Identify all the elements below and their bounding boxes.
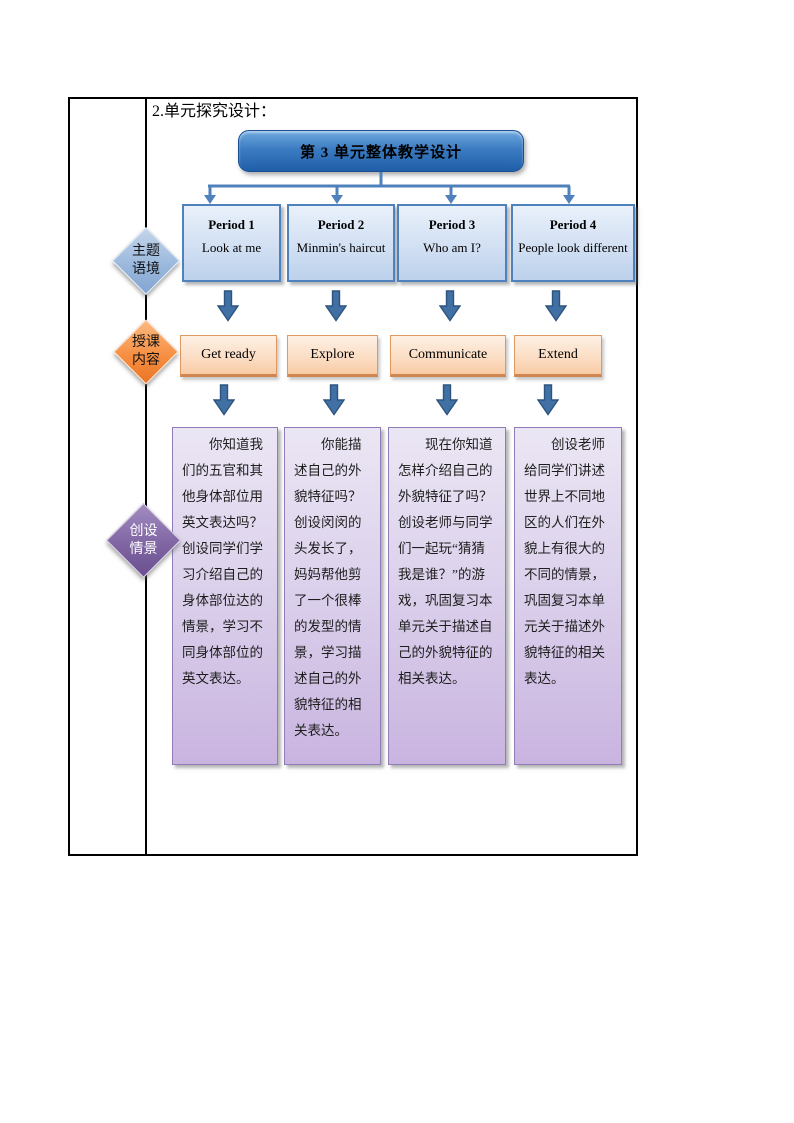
period-3-box: Period 3 Who am I? xyxy=(397,204,507,282)
stage-communicate-label: Communicate xyxy=(408,347,488,362)
down-arrow-icon xyxy=(325,290,347,322)
stage-explore-label: Explore xyxy=(310,347,355,362)
down-arrow-icon xyxy=(217,290,239,322)
down-arrow-icon xyxy=(213,384,235,416)
period-2-title: Period 2 xyxy=(317,217,365,232)
period-1-subtitle: Look at me xyxy=(201,240,262,255)
scenario-creation-label: 创设 情景 xyxy=(129,523,158,557)
scenario-2-box: 你能描述自己的外貌特征吗？创设闵闵的头发长了，妈妈帮他剪了一个很棒的发型的情景，… xyxy=(284,427,381,765)
period-2-subtitle: Minmin's haircut xyxy=(296,240,386,255)
down-arrow-icon xyxy=(545,290,567,322)
scenario-3-text: 现在你知道怎样介绍自己的外貌特征了吗？创设老师与同学们一起玩“猜猜我是谁？”的游… xyxy=(398,437,493,686)
scenario-4-text: 创设老师给同学们讲述世界上不同地区的人们在外貌上有很大的不同的情景，巩固复习本单… xyxy=(524,437,605,686)
scenario-1-box: 你知道我们的五官和其他身体部位用英文表达吗？创设同学们学习介绍自己的身体部位达的… xyxy=(172,427,278,765)
down-arrow-icon xyxy=(439,290,461,322)
flowchart-title-banner: 第 3 单元整体教学设计 xyxy=(238,130,524,172)
teaching-content-label: 授课 内容 xyxy=(132,335,160,368)
period-3-subtitle: Who am I? xyxy=(423,240,481,255)
period-1-box: Period 1 Look at me xyxy=(182,204,281,282)
flowchart-title: 第 3 单元整体教学设计 xyxy=(299,144,462,161)
period-4-box: Period 4 People look different xyxy=(511,204,635,282)
down-arrow-icon xyxy=(323,384,345,416)
stage-communicate-box: Communicate xyxy=(390,335,506,377)
scenario-3-box: 现在你知道怎样介绍自己的外貌特征了吗？创设老师与同学们一起玩“猜猜我是谁？”的游… xyxy=(388,427,506,765)
scenario-1-text: 你知道我们的五官和其他身体部位用英文表达吗？创设同学们学习介绍自己的身体部位达的… xyxy=(182,437,263,686)
branch-connector-lines xyxy=(204,172,575,204)
scenario-4-box: 创设老师给同学们讲述世界上不同地区的人们在外貌上有很大的不同的情景，巩固复习本单… xyxy=(514,427,622,765)
stage-explore-box: Explore xyxy=(287,335,378,377)
stage-extend-label: Extend xyxy=(538,347,578,362)
section-heading: 2.单元探究设计： xyxy=(152,103,277,120)
stage-extend-box: Extend xyxy=(514,335,602,377)
down-arrow-icon xyxy=(537,384,559,416)
period-4-title: Period 4 xyxy=(549,217,597,232)
period-4-subtitle: People look different xyxy=(518,240,628,255)
period-1-title: Period 1 xyxy=(208,217,255,232)
stage-get-ready-label: Get ready xyxy=(201,347,256,362)
scenario-2-text: 你能描述自己的外貌特征吗？创设闵闵的头发长了，妈妈帮他剪了一个很棒的发型的情景，… xyxy=(294,437,362,738)
period-2-box: Period 2 Minmin's haircut xyxy=(287,204,395,282)
table-column-divider xyxy=(145,97,147,856)
theme-context-label: 主题 语境 xyxy=(132,244,160,277)
down-arrow-icon xyxy=(436,384,458,416)
stage-get-ready-box: Get ready xyxy=(180,335,277,377)
period-3-title: Period 3 xyxy=(428,217,476,232)
